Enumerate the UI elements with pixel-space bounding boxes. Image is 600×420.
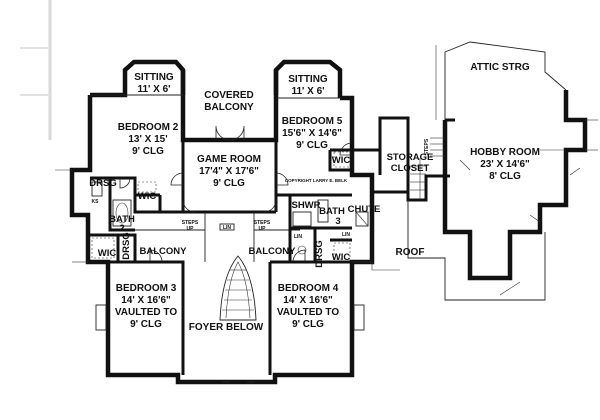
bedroom5-name: BEDROOM 5 (282, 116, 343, 127)
lin-b: LIN (342, 232, 350, 238)
ks-label: KS (92, 199, 100, 205)
sitting-right-size: 11' X 6' (291, 86, 324, 97)
grand-staircase (219, 255, 257, 321)
sitting-left-size: 11' X 6' (137, 84, 170, 95)
roof-label: ROOF (396, 247, 425, 258)
steps-up-left-l2: UP (187, 226, 195, 232)
room-labels: SITTING 11' X 6' COVERED BALCONY SITTING… (89, 62, 540, 333)
small-labels: STEPS UP STEPS UP STEPS KS LIN LIN LIN C… (92, 138, 430, 240)
hobby-room-name: HOBBY ROOM (470, 147, 540, 158)
drsg-bedroom4: DRSG (314, 240, 325, 267)
storage-closet-line2: CLOSET (391, 163, 430, 174)
bedroom2-size: 13' X 15' (128, 134, 167, 145)
bedroom4-line3: VAULTED TO (277, 307, 339, 318)
hobby-room-clg: 8' CLG (489, 171, 521, 182)
bath3-num: 3 (335, 216, 340, 227)
sitting-right-name: SITTING (288, 74, 328, 85)
exterior-walls (20, 0, 598, 385)
steps-up-right-l2: UP (259, 226, 267, 232)
bath3-name: BATH (319, 206, 345, 217)
bedroom3-name: BEDROOM 3 (116, 283, 177, 294)
chute-label: CHUTE (348, 204, 381, 215)
bedroom5-size: 15'6" X 14'6" (282, 128, 342, 139)
attic-strg-name: ATTIC STRG (470, 62, 529, 73)
bedroom3-size: 14' X 16'6" (121, 295, 171, 306)
storage-closet-line1: STORAGE (387, 152, 434, 163)
lin-a: LIN (294, 234, 302, 240)
bedroom4-size: 14' X 16'6" (283, 295, 333, 306)
covered-balcony-line2: BALCONY (204, 102, 254, 113)
wic-bedroom4: WIC (332, 252, 351, 263)
fixtures (91, 137, 581, 383)
steps-hobby: STEPS (424, 138, 430, 155)
steps-up-right-l1: STEPS (254, 220, 271, 226)
wic-bedroom5: WIC (332, 155, 351, 166)
game-room-size: 17'4" X 17'6" (199, 166, 259, 177)
hobby-room-size: 23' X 14'6" (480, 159, 530, 170)
drsg-bedroom3: DRSG (121, 232, 132, 259)
wic-bedroom3: WIC (98, 248, 117, 259)
drsg-bedroom2: DRSG (89, 178, 116, 189)
bath2-name: BATH (109, 214, 135, 225)
foyer-below-label: FOYER BELOW (189, 322, 264, 333)
game-room-name: GAME ROOM (197, 154, 261, 165)
storage-stairs (410, 158, 426, 200)
balcony-left: BALCONY (140, 246, 188, 257)
copyright-text: COPYRIGHT LARRY E. BELK (285, 178, 348, 183)
bedroom3-line3: VAULTED TO (115, 307, 177, 318)
bedroom2-name: BEDROOM 2 (118, 122, 179, 133)
shwr-label: SHWR (291, 200, 320, 211)
bedroom3-line4: 9' CLG (130, 319, 162, 330)
steps-up-left-l1: STEPS (182, 220, 199, 226)
lin-c: LIN (223, 225, 231, 231)
balcony-right: BALCONY (249, 246, 297, 257)
covered-balcony-line1: COVERED (204, 90, 253, 101)
bedroom2-clg: 9' CLG (132, 146, 164, 157)
bedroom5-clg: 9' CLG (296, 140, 328, 151)
game-room-clg: 9' CLG (213, 178, 245, 189)
hobby-steps (430, 137, 445, 157)
doors (119, 125, 353, 263)
sitting-left-name: SITTING (134, 72, 174, 83)
bath2-num: 2 (119, 223, 124, 234)
bedroom4-name: BEDROOM 4 (278, 283, 339, 294)
bedroom4-line4: 9' CLG (292, 319, 324, 330)
wic-bedroom2: WIC (138, 191, 157, 202)
